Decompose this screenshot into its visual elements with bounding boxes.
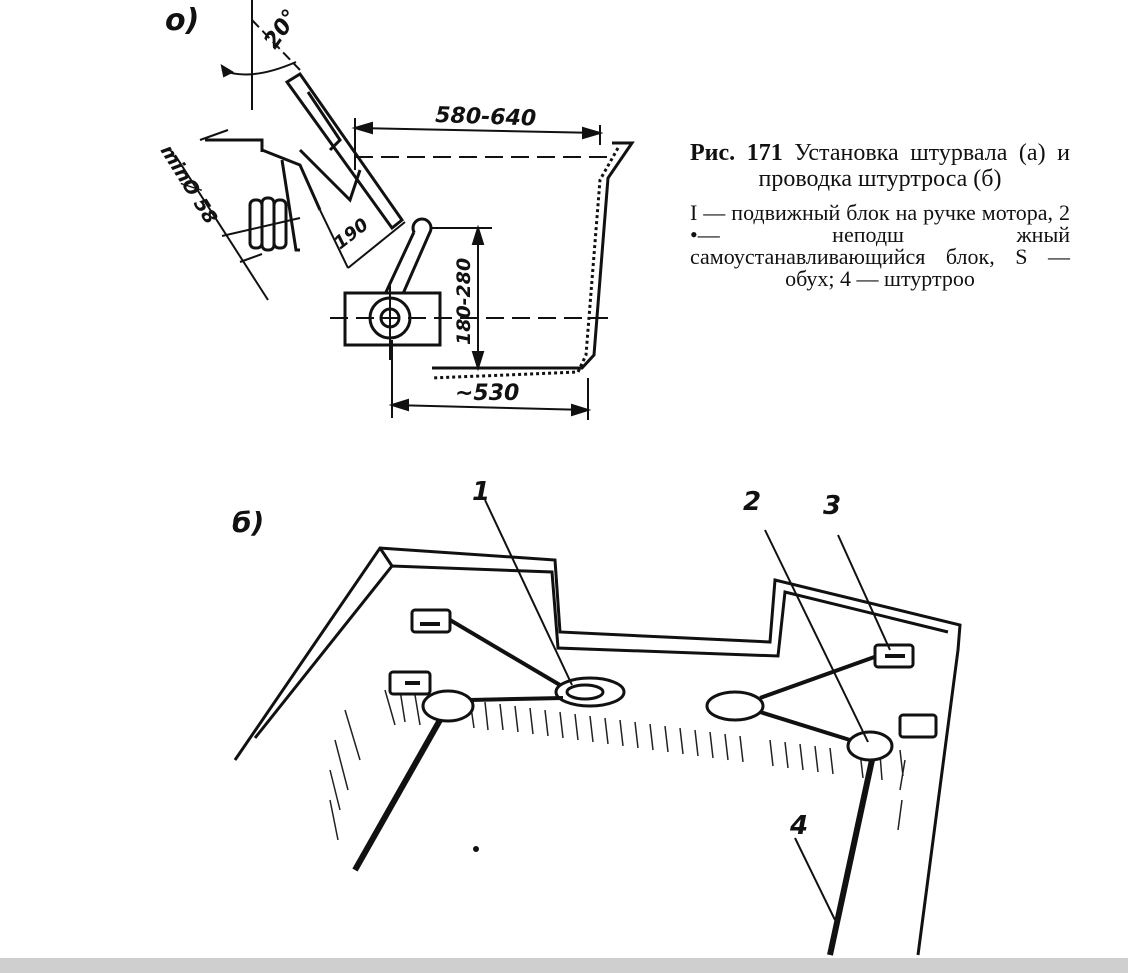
cable-blocks: [352, 608, 938, 956]
transom-shading: [329, 689, 906, 841]
steering-angle-marker: [220, 0, 301, 110]
caption-legend: I — подвижный блок на ручке мотора, 2 •—…: [690, 200, 1070, 291]
callout-leaders: [484, 499, 891, 921]
boat-hull-section: [431, 141, 635, 380]
caption-title: Установка штурвала (а) и проводка штуртр…: [758, 140, 1071, 192]
caption-title-line: Рис. 171 Установка штурвала (а) и провод…: [690, 140, 1070, 192]
ink-speck: [473, 846, 479, 852]
pulley-stack: [221, 196, 301, 252]
height-label: 180-280: [453, 258, 475, 345]
panel-a-label: o): [165, 3, 199, 38]
arm-length-label: 190: [330, 214, 373, 254]
diameter-dimension: [174, 129, 269, 301]
callout-2: 2: [743, 487, 761, 517]
center-lines: [330, 156, 610, 360]
boat-transom-outline: [233, 546, 962, 956]
angle-label: 20°: [259, 5, 303, 53]
callout-4: 4: [789, 811, 808, 841]
panel-b-label: б): [232, 506, 264, 539]
bottom-scroll-bar[interactable]: [0, 958, 1128, 973]
height-dimension: [430, 224, 492, 372]
callout-1: 1: [472, 477, 490, 507]
distance-label: 580-640: [435, 103, 537, 132]
bottom-dimension: [388, 340, 592, 420]
bottom-width-label: ~530: [455, 381, 519, 406]
distance-dimension: [351, 118, 604, 170]
figure-caption: Рис. 171 Установка штурвала (а) и провод…: [690, 140, 1070, 290]
diameter-label: minØ 58: [156, 141, 222, 228]
steering-column: [205, 71, 405, 252]
figure-number: Рис. 171: [690, 140, 783, 166]
arm-dimension: [319, 209, 406, 269]
callout-3: 3: [823, 491, 841, 521]
